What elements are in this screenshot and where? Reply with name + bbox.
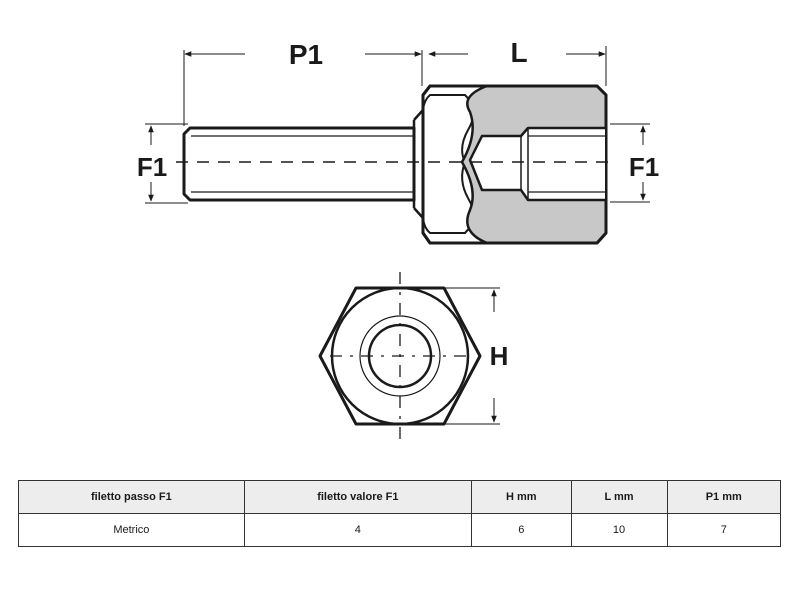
header-l-mm: L mm [570,480,668,514]
table-row: Metrico 4 6 10 7 [18,513,782,547]
side-view [176,84,614,245]
spec-table: filetto passo F1 filetto valore F1 H mm … [18,480,782,547]
table-header-row: filetto passo F1 filetto valore F1 H mm … [18,480,782,514]
threaded-hole [468,126,605,202]
header-p1-mm: P1 mm [666,480,782,514]
threaded-stud [182,126,416,202]
dimension-h [444,287,500,425]
header-thread-pitch: filetto passo F1 [18,480,245,514]
cell-p1-mm: 7 [666,513,782,547]
label-f1-right: F1 [629,152,659,182]
dimension-f1-right [610,123,650,203]
cell-thread-pitch: Metrico [18,513,245,547]
label-p1: P1 [289,39,323,70]
dimension-f1-left [145,123,188,204]
cell-h-mm: 6 [470,513,572,547]
hex-body [421,84,608,245]
label-l: L [510,37,527,68]
technical-drawing: P1 L F1 F1 H [137,37,659,440]
cell-thread-value: 4 [243,513,472,547]
label-f1-left: F1 [137,152,167,182]
dimension-l [428,46,607,86]
dimension-p1 [183,50,423,126]
header-h-mm: H mm [470,480,572,514]
front-view [318,272,482,440]
header-thread-value: filetto valore F1 [243,480,472,514]
label-h: H [490,341,509,371]
cell-l-mm: 10 [570,513,668,547]
